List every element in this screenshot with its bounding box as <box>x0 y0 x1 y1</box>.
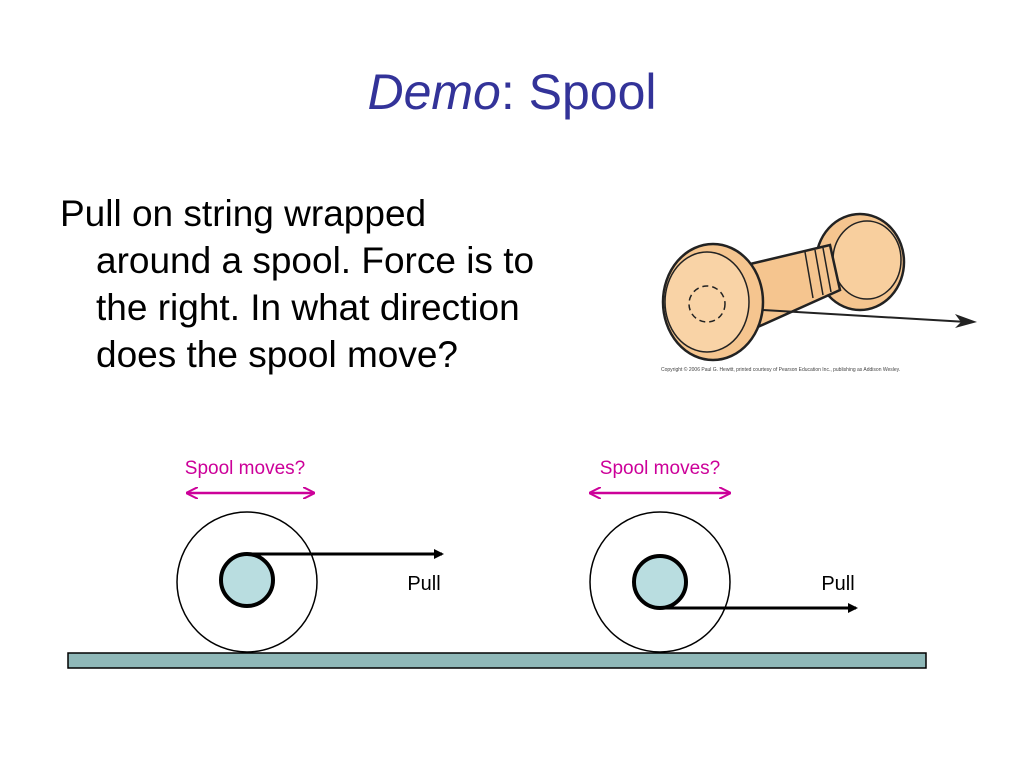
question-line: Pull on string wrapped <box>60 193 427 234</box>
slide-title: Demo: Spool <box>0 62 1024 122</box>
question-line: does the spool move? <box>96 334 459 375</box>
ground-surface <box>67 652 927 669</box>
spool-string <box>762 309 968 323</box>
title-italic: Demo <box>367 64 501 120</box>
spool-barrel-rings <box>804 247 832 299</box>
spool-axle-hole <box>688 285 726 323</box>
diagram-right: Spool moves? Pull <box>590 458 858 653</box>
pull-label: Pull <box>821 573 854 595</box>
question-text: Pull on string wrapped around a spool. F… <box>60 190 660 378</box>
pull-label: Pull <box>407 573 440 595</box>
spool-axle <box>632 554 688 610</box>
spool-illustration <box>661 212 977 362</box>
question-line: the right. In what direction <box>96 287 520 328</box>
spool-moves-question: Spool moves? <box>600 458 720 479</box>
question-line: around a spool. Force is to <box>96 240 535 281</box>
diagram-left: Spool moves? Pull <box>176 458 444 653</box>
spool-string-arrowhead <box>955 314 977 328</box>
photo-copyright: Copyright © 2006 Paul G. Hewitt, printed… <box>661 367 901 373</box>
spool-axle <box>219 552 275 608</box>
spool-near-flange-face <box>664 251 750 353</box>
title-rest: : Spool <box>500 64 657 120</box>
spool-moves-question: Spool moves? <box>185 458 305 479</box>
